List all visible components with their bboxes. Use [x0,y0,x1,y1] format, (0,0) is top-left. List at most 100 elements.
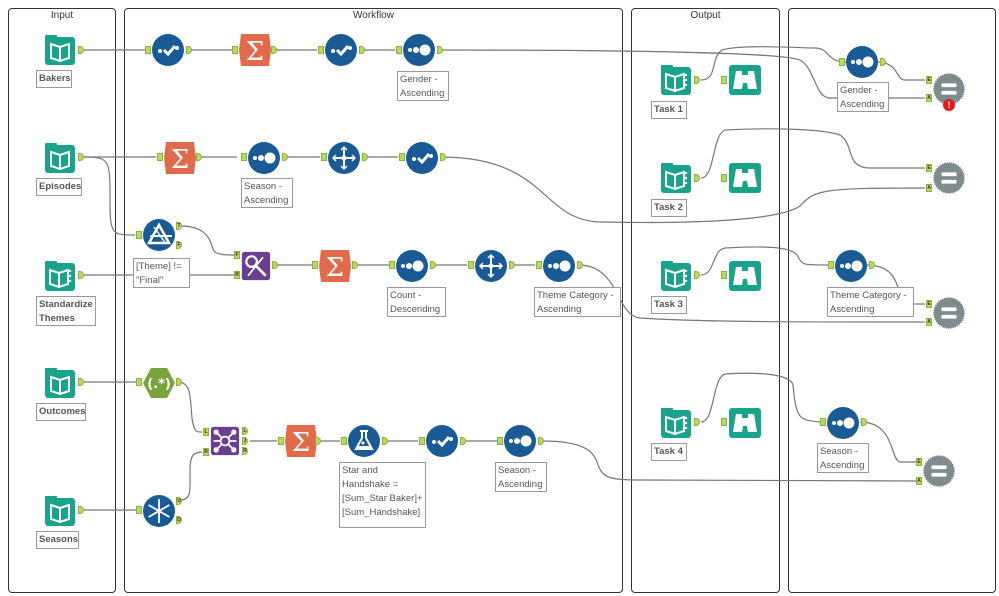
filter-false-anchor[interactable]: F [176,241,182,249]
container-output[interactable]: Output [631,8,780,593]
output-anchor[interactable] [694,271,700,279]
output-anchor[interactable] [78,378,84,386]
input-anchor[interactable] [721,271,727,279]
unique-tool[interactable] [474,249,508,283]
input-anchor[interactable] [341,437,347,445]
output-anchor[interactable] [509,261,515,269]
browse-tool[interactable] [728,161,762,195]
output-anchor[interactable] [352,261,358,269]
join-right-anchor[interactable]: R [203,448,209,456]
formula-tool[interactable] [347,424,381,458]
summarize-tool[interactable]: Σ [238,33,272,67]
text-input-tool-task-3[interactable] [659,259,693,293]
input-data-tool-seasons[interactable] [43,494,77,528]
filter-true-anchor[interactable]: T [176,222,182,230]
test-tool[interactable] [933,73,965,105]
input-anchor[interactable] [145,46,151,54]
replace-anchor[interactable]: R [234,271,240,279]
find-anchor[interactable]: F [234,251,240,259]
text-input-tool-standardize-themes[interactable] [43,259,77,293]
join-tool[interactable] [210,426,240,456]
sort-tool[interactable] [826,406,860,440]
join-j-output-anchor[interactable]: J [242,437,248,445]
actual-anchor[interactable]: A [926,94,932,102]
input-anchor[interactable] [241,153,247,161]
text-input-tool-task-1[interactable] [659,63,693,97]
sort-tool[interactable] [402,33,436,67]
input-anchor[interactable] [839,58,845,66]
select-tool[interactable] [425,424,459,458]
container-workflow[interactable]: Workflow [124,8,623,593]
output-anchor[interactable] [78,46,84,54]
input-anchor[interactable] [157,153,163,161]
text-input-tool-task-4[interactable] [659,406,693,440]
input-anchor[interactable] [721,174,727,182]
output-anchor[interactable] [78,153,84,161]
input-anchor[interactable] [721,418,727,426]
input-anchor[interactable] [321,153,327,161]
input-anchor[interactable] [497,437,503,445]
unique-tool-snowflake[interactable] [142,494,176,528]
output-anchor[interactable] [861,418,867,426]
input-anchor[interactable] [721,76,727,84]
input-anchor[interactable] [389,261,395,269]
filter-tool[interactable] [142,218,176,252]
input-data-tool-bakers[interactable] [43,33,77,67]
sort-tool[interactable] [247,141,281,175]
output-anchor[interactable] [176,378,182,386]
output-anchor[interactable] [694,76,700,84]
input-anchor[interactable] [536,261,542,269]
text-input-tool-task-2[interactable] [659,161,693,195]
select-tool[interactable] [405,141,439,175]
expected-anchor[interactable]: E [916,458,922,466]
error-icon[interactable]: ! [943,99,955,111]
input-anchor[interactable] [136,506,142,514]
summarize-tool[interactable]: Σ [318,249,352,283]
expected-anchor[interactable]: E [926,164,932,172]
join-r-output-anchor[interactable]: R [242,447,248,455]
output-anchor[interactable] [869,261,875,269]
input-anchor[interactable] [468,261,474,269]
input-anchor[interactable] [820,418,826,426]
input-data-tool-outcomes[interactable] [43,366,77,400]
output-anchor[interactable] [359,46,365,54]
input-anchor[interactable] [399,153,405,161]
test-tool[interactable] [933,162,965,194]
sort-tool[interactable] [503,424,537,458]
input-anchor[interactable] [828,261,834,269]
unique-d-anchor[interactable]: D [176,516,182,524]
summarize-tool[interactable]: Σ [163,141,197,175]
output-anchor[interactable] [880,58,886,66]
input-anchor[interactable] [419,437,425,445]
select-tool[interactable] [151,33,185,67]
expected-anchor[interactable]: E [926,300,932,308]
output-anchor[interactable] [78,506,84,514]
output-anchor[interactable] [78,271,84,279]
sort-tool[interactable] [542,249,576,283]
unique-u-anchor[interactable]: U [176,497,182,505]
expected-anchor[interactable]: E [926,76,932,84]
actual-anchor[interactable]: A [926,318,932,326]
test-tool[interactable] [933,297,965,329]
regex-tool[interactable]: (.*) [142,366,176,400]
container-input[interactable]: Input [8,8,116,593]
sort-tool[interactable] [395,249,429,283]
output-anchor[interactable] [694,174,700,182]
join-l-output-anchor[interactable]: L [242,427,248,435]
select-tool[interactable] [324,33,358,67]
output-anchor[interactable] [271,46,277,54]
find-replace-tool[interactable] [241,251,271,281]
input-data-tool-episodes[interactable] [43,141,77,175]
input-anchor[interactable] [232,46,238,54]
browse-tool[interactable] [728,406,762,440]
output-anchor[interactable] [538,437,544,445]
input-anchor[interactable] [312,261,318,269]
unique-tool[interactable] [327,141,361,175]
output-anchor[interactable] [315,437,321,445]
output-anchor[interactable] [282,153,288,161]
input-anchor[interactable] [136,378,142,386]
input-anchor[interactable] [318,46,324,54]
join-left-anchor[interactable]: L [203,428,209,436]
output-anchor[interactable] [362,153,368,161]
